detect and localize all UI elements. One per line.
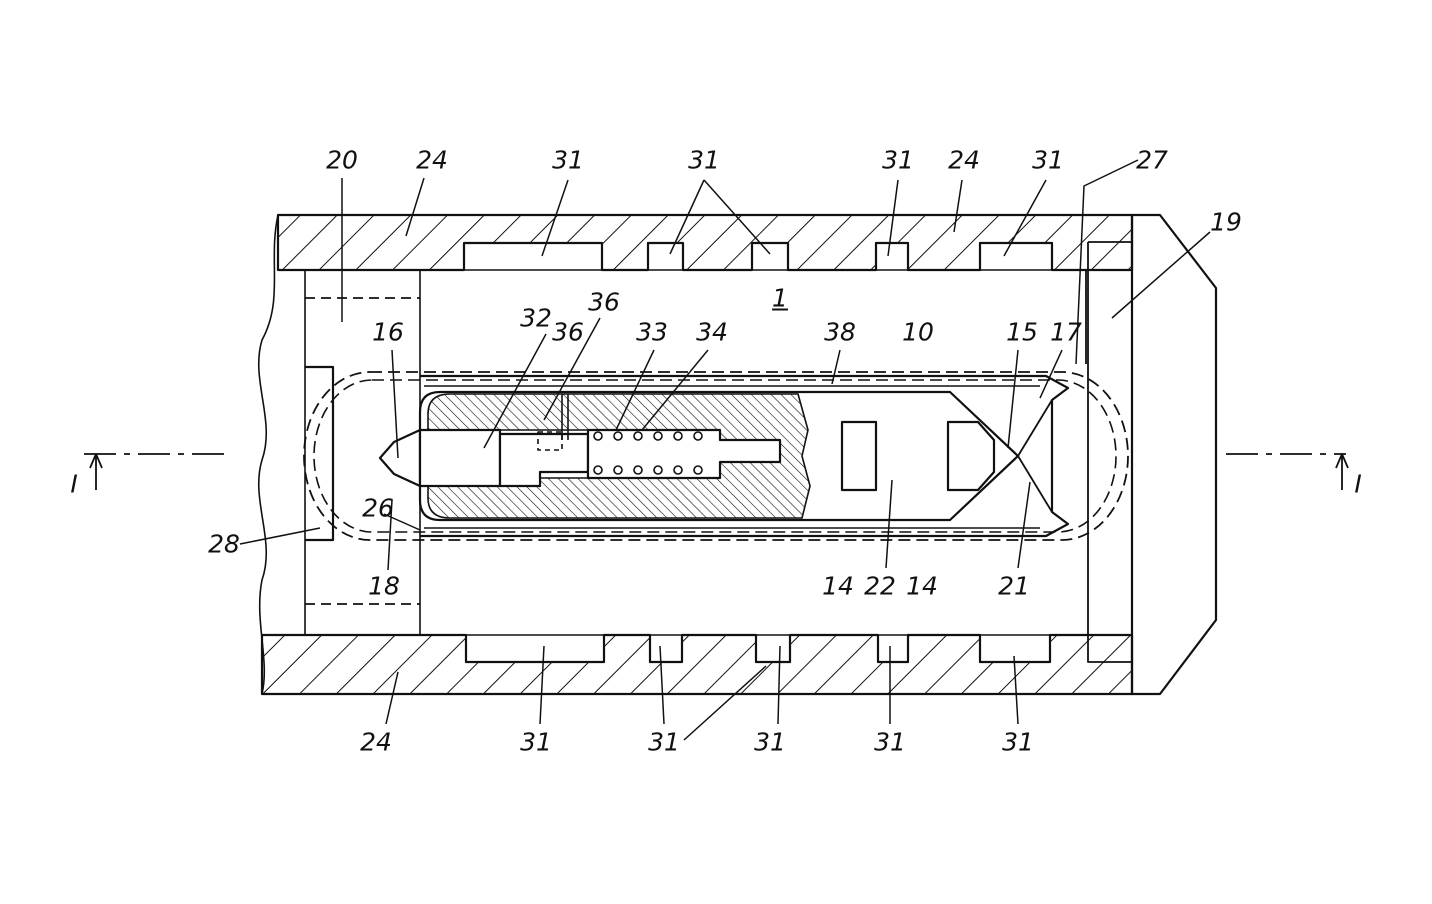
dashed-capsule	[303, 371, 1129, 541]
ref-31-bottom-5: 31	[1002, 727, 1034, 757]
top-housing-wall	[276, 213, 1134, 272]
ref-31-top-1: 31	[552, 145, 584, 175]
cross-15	[1017, 399, 1053, 513]
piston-32	[418, 428, 502, 488]
ref-15: 15	[1006, 317, 1038, 347]
ref-31-bottom-3: 31	[754, 727, 786, 757]
ref-31-top-4: 31	[1032, 145, 1064, 175]
ref-17: 17	[1050, 317, 1082, 347]
electrode-14-left	[840, 420, 878, 492]
ref-34: 34	[696, 317, 728, 347]
ref-33: 33	[636, 317, 668, 347]
ref-32: 32	[520, 303, 552, 333]
ref-14-right: 14	[906, 571, 938, 601]
plug-28	[305, 365, 335, 542]
body-10	[418, 390, 1020, 522]
ref-21: 21	[998, 571, 1030, 601]
ref-26: 26	[362, 493, 394, 523]
glass-body-inner	[424, 385, 1040, 529]
ref-31-top-2: 31	[688, 145, 720, 175]
ref-38: 38	[824, 317, 856, 347]
ref-24-bottom: 24	[360, 727, 392, 757]
bottom-housing-wall	[260, 633, 1134, 696]
ref-19: 19	[1210, 207, 1242, 237]
spring-coils	[593, 431, 703, 475]
section-label-right: I	[1354, 469, 1362, 499]
section-arrows	[89, 453, 1349, 490]
dashed-capsule-inner	[313, 379, 1117, 533]
section-label-left: I	[70, 469, 78, 499]
ref-27: 27	[1136, 145, 1168, 175]
end-cap-19	[1130, 213, 1218, 696]
ref-36-inner: 36	[552, 317, 584, 347]
ref-24-top-left: 24	[416, 145, 448, 175]
pin-36-dashed	[537, 431, 563, 451]
ref-1: 1	[772, 283, 788, 313]
leader-lines	[239, 159, 1211, 741]
ref-31-bottom-2: 31	[648, 727, 680, 757]
ref-31-bottom-4: 31	[874, 727, 906, 757]
ref-24-top-right: 24	[948, 145, 980, 175]
electrode-14-right	[946, 420, 996, 492]
ref-10: 10	[902, 317, 934, 347]
break-line	[258, 214, 279, 695]
ref-20: 20	[326, 145, 358, 175]
ref-18: 18	[368, 571, 400, 601]
ref-31-top-3: 31	[882, 145, 914, 175]
ref-22: 22	[864, 571, 896, 601]
ref-31-bottom-1: 31	[520, 727, 552, 757]
pin-36	[561, 394, 569, 440]
ref-14-left: 14	[822, 571, 854, 601]
ref-16: 16	[372, 317, 404, 347]
ref-36-outer: 36	[588, 287, 620, 317]
end-cap-inner	[1085, 215, 1133, 694]
tip-16	[378, 428, 422, 488]
left-insert-dashes	[305, 297, 420, 605]
chamber-lines	[278, 269, 1088, 636]
ref-28: 28	[208, 529, 240, 559]
